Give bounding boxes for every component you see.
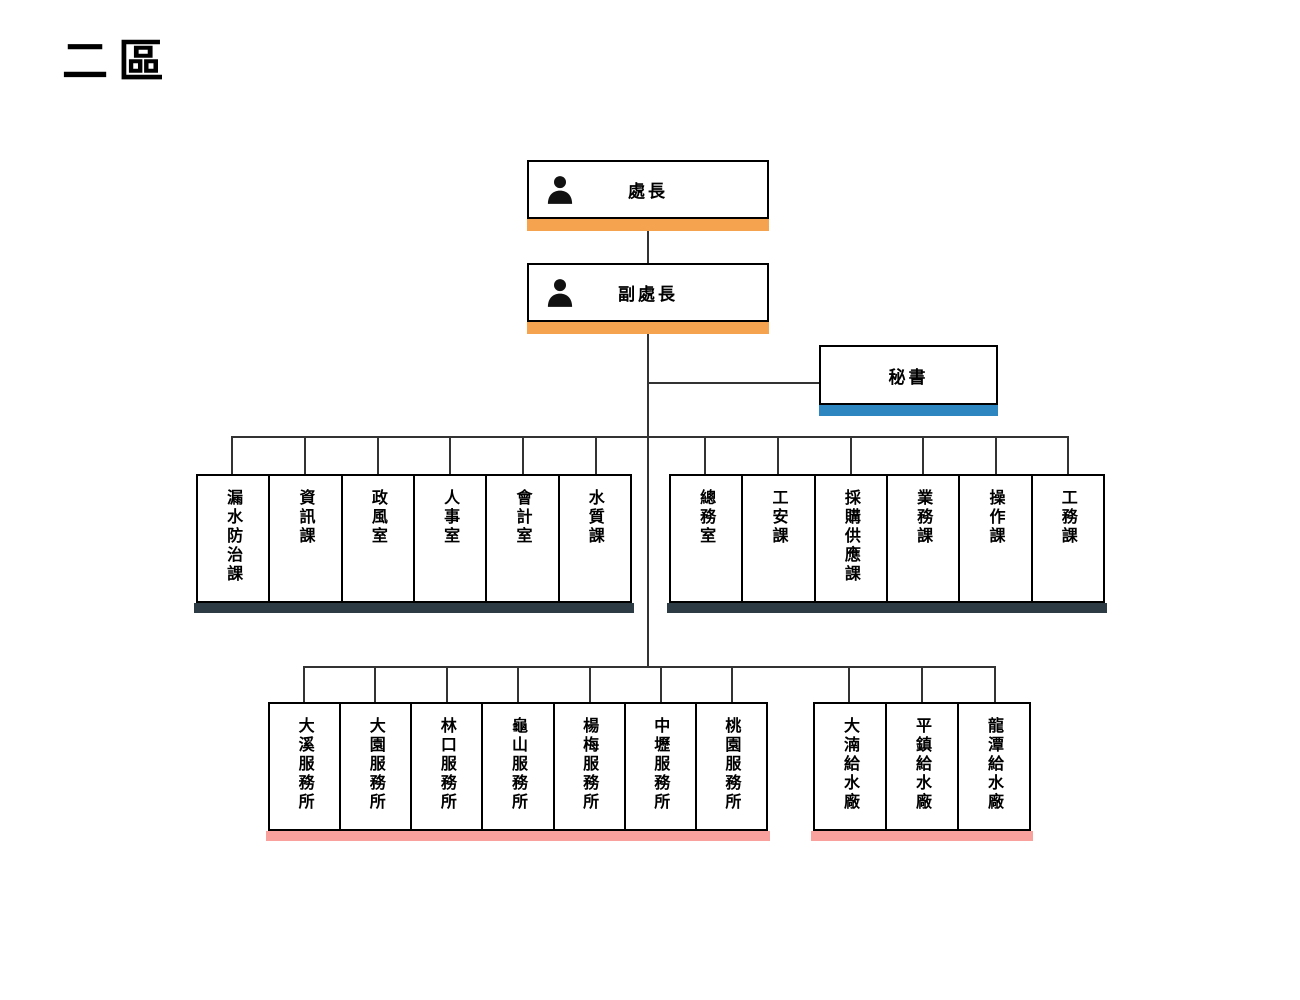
org-box-label: 操作課 <box>986 489 1006 546</box>
org-box: 中壢服務所 <box>623 704 695 829</box>
secretary-label: 秘書 <box>888 367 929 388</box>
org-box: 龜山服務所 <box>481 704 552 829</box>
org-box-label: 平鎮給水廠 <box>913 717 932 812</box>
connector-stub <box>660 666 662 703</box>
org-box-label: 人事室 <box>441 489 461 546</box>
org-box: 人事室 <box>412 476 485 601</box>
deputy-director-box: 副處長 <box>527 263 769 322</box>
org-box-label: 楊梅服務所 <box>580 717 600 812</box>
org-box: 總務室 <box>671 476 741 601</box>
org-box-label: 工務課 <box>1058 489 1078 546</box>
org-box: 業務課 <box>885 476 958 601</box>
org-box-label: 桃園服務所 <box>722 717 742 812</box>
connector-stub <box>589 666 591 703</box>
secretary-node: 秘書 <box>819 345 998 416</box>
org-box-label: 漏水防治課 <box>224 489 244 584</box>
connector-stub <box>303 666 305 703</box>
business-group-accent-bar <box>667 603 1107 613</box>
org-box-label: 中壢服務所 <box>651 717 671 812</box>
org-box: 操作課 <box>958 476 1030 601</box>
deputy-director-label: 副處長 <box>618 285 678 305</box>
connector-stub <box>446 666 448 703</box>
org-box: 工安課 <box>741 476 813 601</box>
connector-stub <box>994 666 996 703</box>
org-box: 平鎮給水廠 <box>885 704 957 829</box>
director-label: 處長 <box>628 182 668 202</box>
org-box-label: 總務室 <box>697 489 717 546</box>
org-box-label: 業務課 <box>914 489 934 546</box>
org-box-label: 大湳給水廠 <box>841 717 860 812</box>
org-box: 大湳給水廠 <box>815 704 885 829</box>
org-box-label: 林口服務所 <box>437 717 457 812</box>
water-plants-accent-bar <box>811 831 1033 841</box>
deputy-director-node: 副處長 <box>527 263 769 334</box>
deputy-director-accent-bar <box>527 322 769 334</box>
org-box-label: 政風室 <box>368 489 388 546</box>
org-box: 漏水防治課 <box>198 476 268 601</box>
page-title: 二區 <box>62 34 174 88</box>
secretary-accent-bar <box>819 405 998 416</box>
org-box-label: 工安課 <box>769 489 789 546</box>
connector-stub <box>1067 436 1069 475</box>
org-box: 工務課 <box>1030 476 1103 601</box>
person-icon <box>546 175 574 205</box>
connector-stub <box>595 436 597 475</box>
org-box: 龍潭給水廠 <box>957 704 1029 829</box>
connector-stub <box>921 666 923 703</box>
connector-secretary-branch <box>647 382 819 384</box>
director-accent-bar <box>527 219 769 231</box>
water-plants-group: 大湳給水廠 平鎮給水廠 龍潭給水廠 <box>813 702 1031 831</box>
connector-stub <box>995 436 997 475</box>
org-box: 資訊課 <box>268 476 340 601</box>
connector-stub <box>922 436 924 475</box>
connector-stub <box>731 666 733 703</box>
director-node: 處長 <box>527 160 769 231</box>
org-box-label: 龍潭給水廠 <box>985 717 1004 812</box>
org-box-label: 水質課 <box>585 489 605 546</box>
connector-stub <box>850 436 852 475</box>
org-box: 大溪服務所 <box>270 704 339 829</box>
connector-stub <box>377 436 379 475</box>
connector-stub <box>704 436 706 475</box>
org-box-label: 會計室 <box>513 489 533 546</box>
service-offices-group: 大溪服務所 大園服務所 林口服務所 龜山服務所 楊梅服務所 中壢服務所 桃園服務… <box>268 702 768 831</box>
connector-stub <box>449 436 451 475</box>
connector-director-deputy <box>647 231 649 263</box>
connector-stub <box>777 436 779 475</box>
org-box: 水質課 <box>557 476 630 601</box>
org-box: 政風室 <box>340 476 413 601</box>
org-box: 桃園服務所 <box>694 704 766 829</box>
secretary-box: 秘書 <box>819 345 998 405</box>
connector-stub <box>304 436 306 475</box>
org-box: 楊梅服務所 <box>552 704 624 829</box>
org-box: 林口服務所 <box>410 704 481 829</box>
connector-stub <box>522 436 524 475</box>
staff-departments-group: 漏水防治課 資訊課 政風室 人事室 會計室 水質課 <box>196 474 632 603</box>
org-box: 採購供應課 <box>813 476 886 601</box>
org-box: 會計室 <box>485 476 557 601</box>
connector-stub <box>848 666 850 703</box>
business-departments-group: 總務室 工安課 採購供應課 業務課 操作課 工務課 <box>669 474 1105 603</box>
org-box-label: 大溪服務所 <box>295 717 315 812</box>
connector-stub <box>517 666 519 703</box>
connector-main-trunk <box>647 334 649 668</box>
connector-stub <box>374 666 376 703</box>
org-box-label: 大園服務所 <box>366 717 386 812</box>
person-icon <box>546 278 574 308</box>
org-box-label: 資訊課 <box>296 489 316 546</box>
org-box: 大園服務所 <box>339 704 410 829</box>
connector-bus-branches <box>303 666 996 668</box>
director-box: 處長 <box>527 160 769 219</box>
staff-group-accent-bar <box>194 603 634 613</box>
org-box-label: 採購供應課 <box>841 489 861 584</box>
service-offices-accent-bar <box>266 831 770 841</box>
connector-bus-departments <box>231 436 1069 438</box>
org-box-label: 龜山服務所 <box>508 717 528 812</box>
connector-stub <box>231 436 233 475</box>
